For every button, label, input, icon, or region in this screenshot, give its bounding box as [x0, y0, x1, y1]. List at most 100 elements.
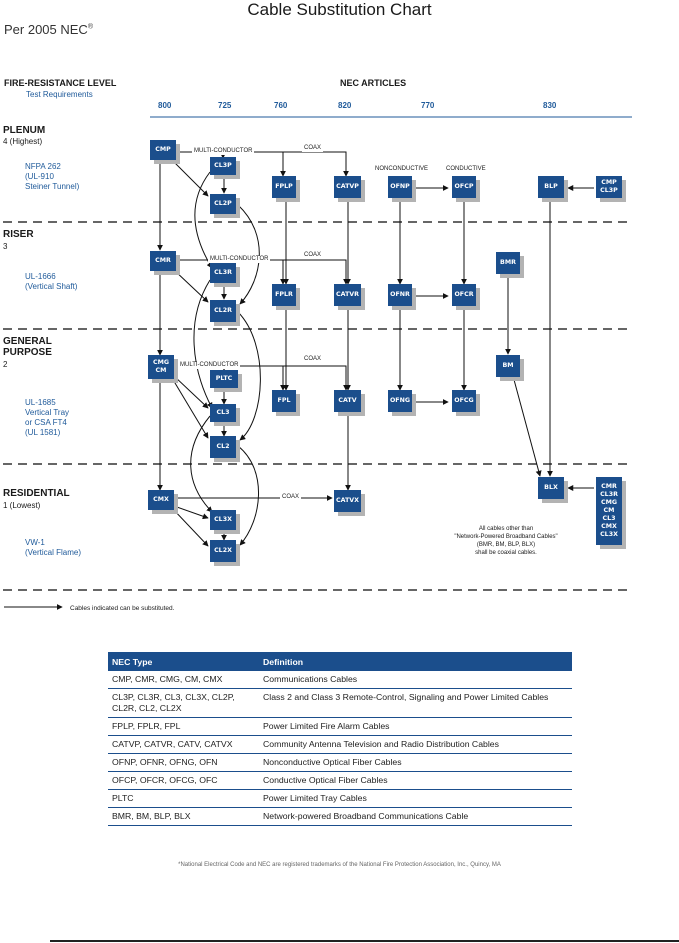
nonconductive-label: NONCONDUCTIVE: [375, 166, 429, 172]
level-plenum-test: NFPA 262 (UL-910 Steiner Tunnel): [25, 162, 79, 192]
cable-label: CATVX: [335, 497, 360, 504]
test-line: UL-1666: [25, 272, 56, 281]
subtitle-text: Per 2005 NEC: [4, 22, 88, 37]
header-definition: Definition: [259, 652, 572, 671]
arrow-cl3-cl3x: [190, 415, 213, 513]
conductive-label: CONDUCTIVE: [446, 166, 486, 172]
note-line: "Network-Powered Broadband Cables": [454, 534, 558, 540]
test-line: (Vertical Flame): [25, 548, 82, 557]
cable-label: OFNR: [390, 291, 410, 298]
cable-label: PLTC: [215, 375, 233, 382]
arrow-bm-blx: [512, 375, 542, 477]
cable-ofcg: OFCG: [452, 390, 476, 412]
cable-label: CATV: [338, 397, 357, 404]
nec-type-cell: FPLP, FPLR, FPL: [108, 717, 259, 736]
definition-cell: Conductive Optical Fiber Cables: [259, 771, 572, 790]
arrow-cmr-catvr: [283, 259, 349, 285]
definition-cell: Network-powered Broadband Communications…: [259, 807, 572, 826]
cable-bm: BM: [496, 355, 520, 377]
note-line: (BMR, BM, BLP, BLX): [476, 542, 536, 548]
nec-type-table: NEC Type Definition CMP, CMR, CMG, CM, C…: [108, 652, 572, 826]
coax-label-general: COAX: [302, 356, 324, 363]
cable-label: CL2X: [214, 547, 232, 554]
cable-label: CMR: [155, 257, 171, 264]
test-requirements-header: Test Requirements: [26, 90, 93, 99]
page-subtitle: Per 2005 NEC®: [4, 22, 93, 37]
test-line: VW-1: [25, 538, 45, 547]
cable-label: FPL: [277, 397, 291, 404]
nec-type-cell: PLTC: [108, 789, 259, 808]
arrow-cl2r-cl2: [237, 311, 261, 441]
cable-ofng: OFNG: [388, 390, 412, 412]
cable-label: FPLR: [275, 291, 293, 298]
article-770: 770: [421, 101, 435, 110]
header-nec-type: NEC Type: [108, 652, 259, 671]
test-line: Vertical Tray: [25, 408, 70, 417]
cable-label: BM: [502, 362, 514, 369]
cable-label: CMX: [601, 523, 617, 530]
cable-pltc: PLTC: [210, 370, 238, 388]
cable-cl3r: CL3R: [210, 263, 236, 283]
cable-bmr: BMR: [496, 252, 520, 274]
cable-label: CL3R: [214, 269, 232, 276]
test-line: (UL 1581): [25, 428, 61, 437]
cable-fplp: FPLP: [272, 176, 296, 198]
cable-cl3p: CL3P: [210, 157, 236, 175]
cable-label: CMP: [155, 146, 171, 153]
cable-blx: BLX: [538, 477, 564, 499]
cable-label: CATVR: [335, 291, 360, 298]
cable-fpl: FPL: [272, 390, 296, 412]
cable-label: CMG: [152, 359, 170, 366]
definition-cell: Community Antenna Television and Radio D…: [259, 735, 572, 754]
cable-ofcp: OFCP: [452, 176, 476, 198]
level-riser-rank: 3: [3, 242, 8, 251]
arrow-cl2p-cl2r: [237, 204, 260, 305]
cable-ofcr: OFCR: [452, 284, 476, 306]
level-riser-test: UL-1666 (Vertical Shaft): [25, 272, 77, 292]
cable-label: CL3: [602, 515, 616, 522]
registered-mark: ®: [87, 23, 93, 31]
coax-label-residential: COAX: [280, 494, 302, 501]
level-general-test: UL-1685 Vertical Tray or CSA FT4 (UL 158…: [25, 398, 69, 438]
cable-label: FPLP: [275, 183, 293, 190]
nec-type-cell: OFCP, OFCR, OFCG, OFC: [108, 771, 259, 790]
legend-text: Cables indicated can be substituted.: [70, 605, 175, 612]
fire-resistance-header: FIRE-RESISTANCE LEVEL: [4, 78, 117, 88]
arrow-cmr-cl2r: [173, 269, 209, 303]
cable-cmr: CMR: [150, 251, 176, 271]
cable-label: CL3X: [214, 516, 232, 523]
cable-label: CL2R: [214, 307, 232, 314]
cable-label: CL3P: [600, 187, 618, 194]
cable-fplr: FPLR: [272, 284, 296, 306]
level-general-name: GENERAL PURPOSE: [3, 336, 52, 358]
cable-label: OFCP: [454, 183, 474, 190]
arrow-cmgcm-catv: [283, 365, 349, 391]
arrow-cl3p-cl3r: [194, 171, 213, 269]
article-725: 725: [218, 101, 232, 110]
bottom-rule: [50, 940, 679, 942]
arrow-cmx-cl2x: [171, 507, 209, 547]
nec-type-cell: CMP, CMR, CMG, CM, CMX: [108, 671, 259, 689]
nec-articles-header: NEC ARTICLES: [340, 78, 407, 88]
arrow-cl3r-cl3: [193, 279, 213, 409]
cable-label: CL3R: [600, 491, 618, 498]
cable-label: CL3P: [214, 162, 232, 169]
article-760: 760: [274, 101, 288, 110]
test-line: or CSA FT4: [25, 418, 67, 427]
cable-label: OFNP: [390, 183, 410, 190]
table-header-row: NEC Type Definition: [108, 652, 572, 671]
cable-cl2x: CL2X: [210, 540, 236, 562]
nec-type-cell: OFNP, OFNR, OFNG, OFN: [108, 753, 259, 772]
cable-ofnp: OFNP: [388, 176, 412, 198]
cable-cl2r: CL2R: [210, 300, 236, 322]
arrow-cmgcm-cl3: [173, 375, 209, 409]
cable-cl3x: CL3X: [210, 510, 236, 530]
cable-label: OFCG: [454, 397, 474, 404]
level-plenum-name: PLENUM: [3, 125, 46, 136]
test-line: Steiner Tunnel): [25, 182, 80, 191]
